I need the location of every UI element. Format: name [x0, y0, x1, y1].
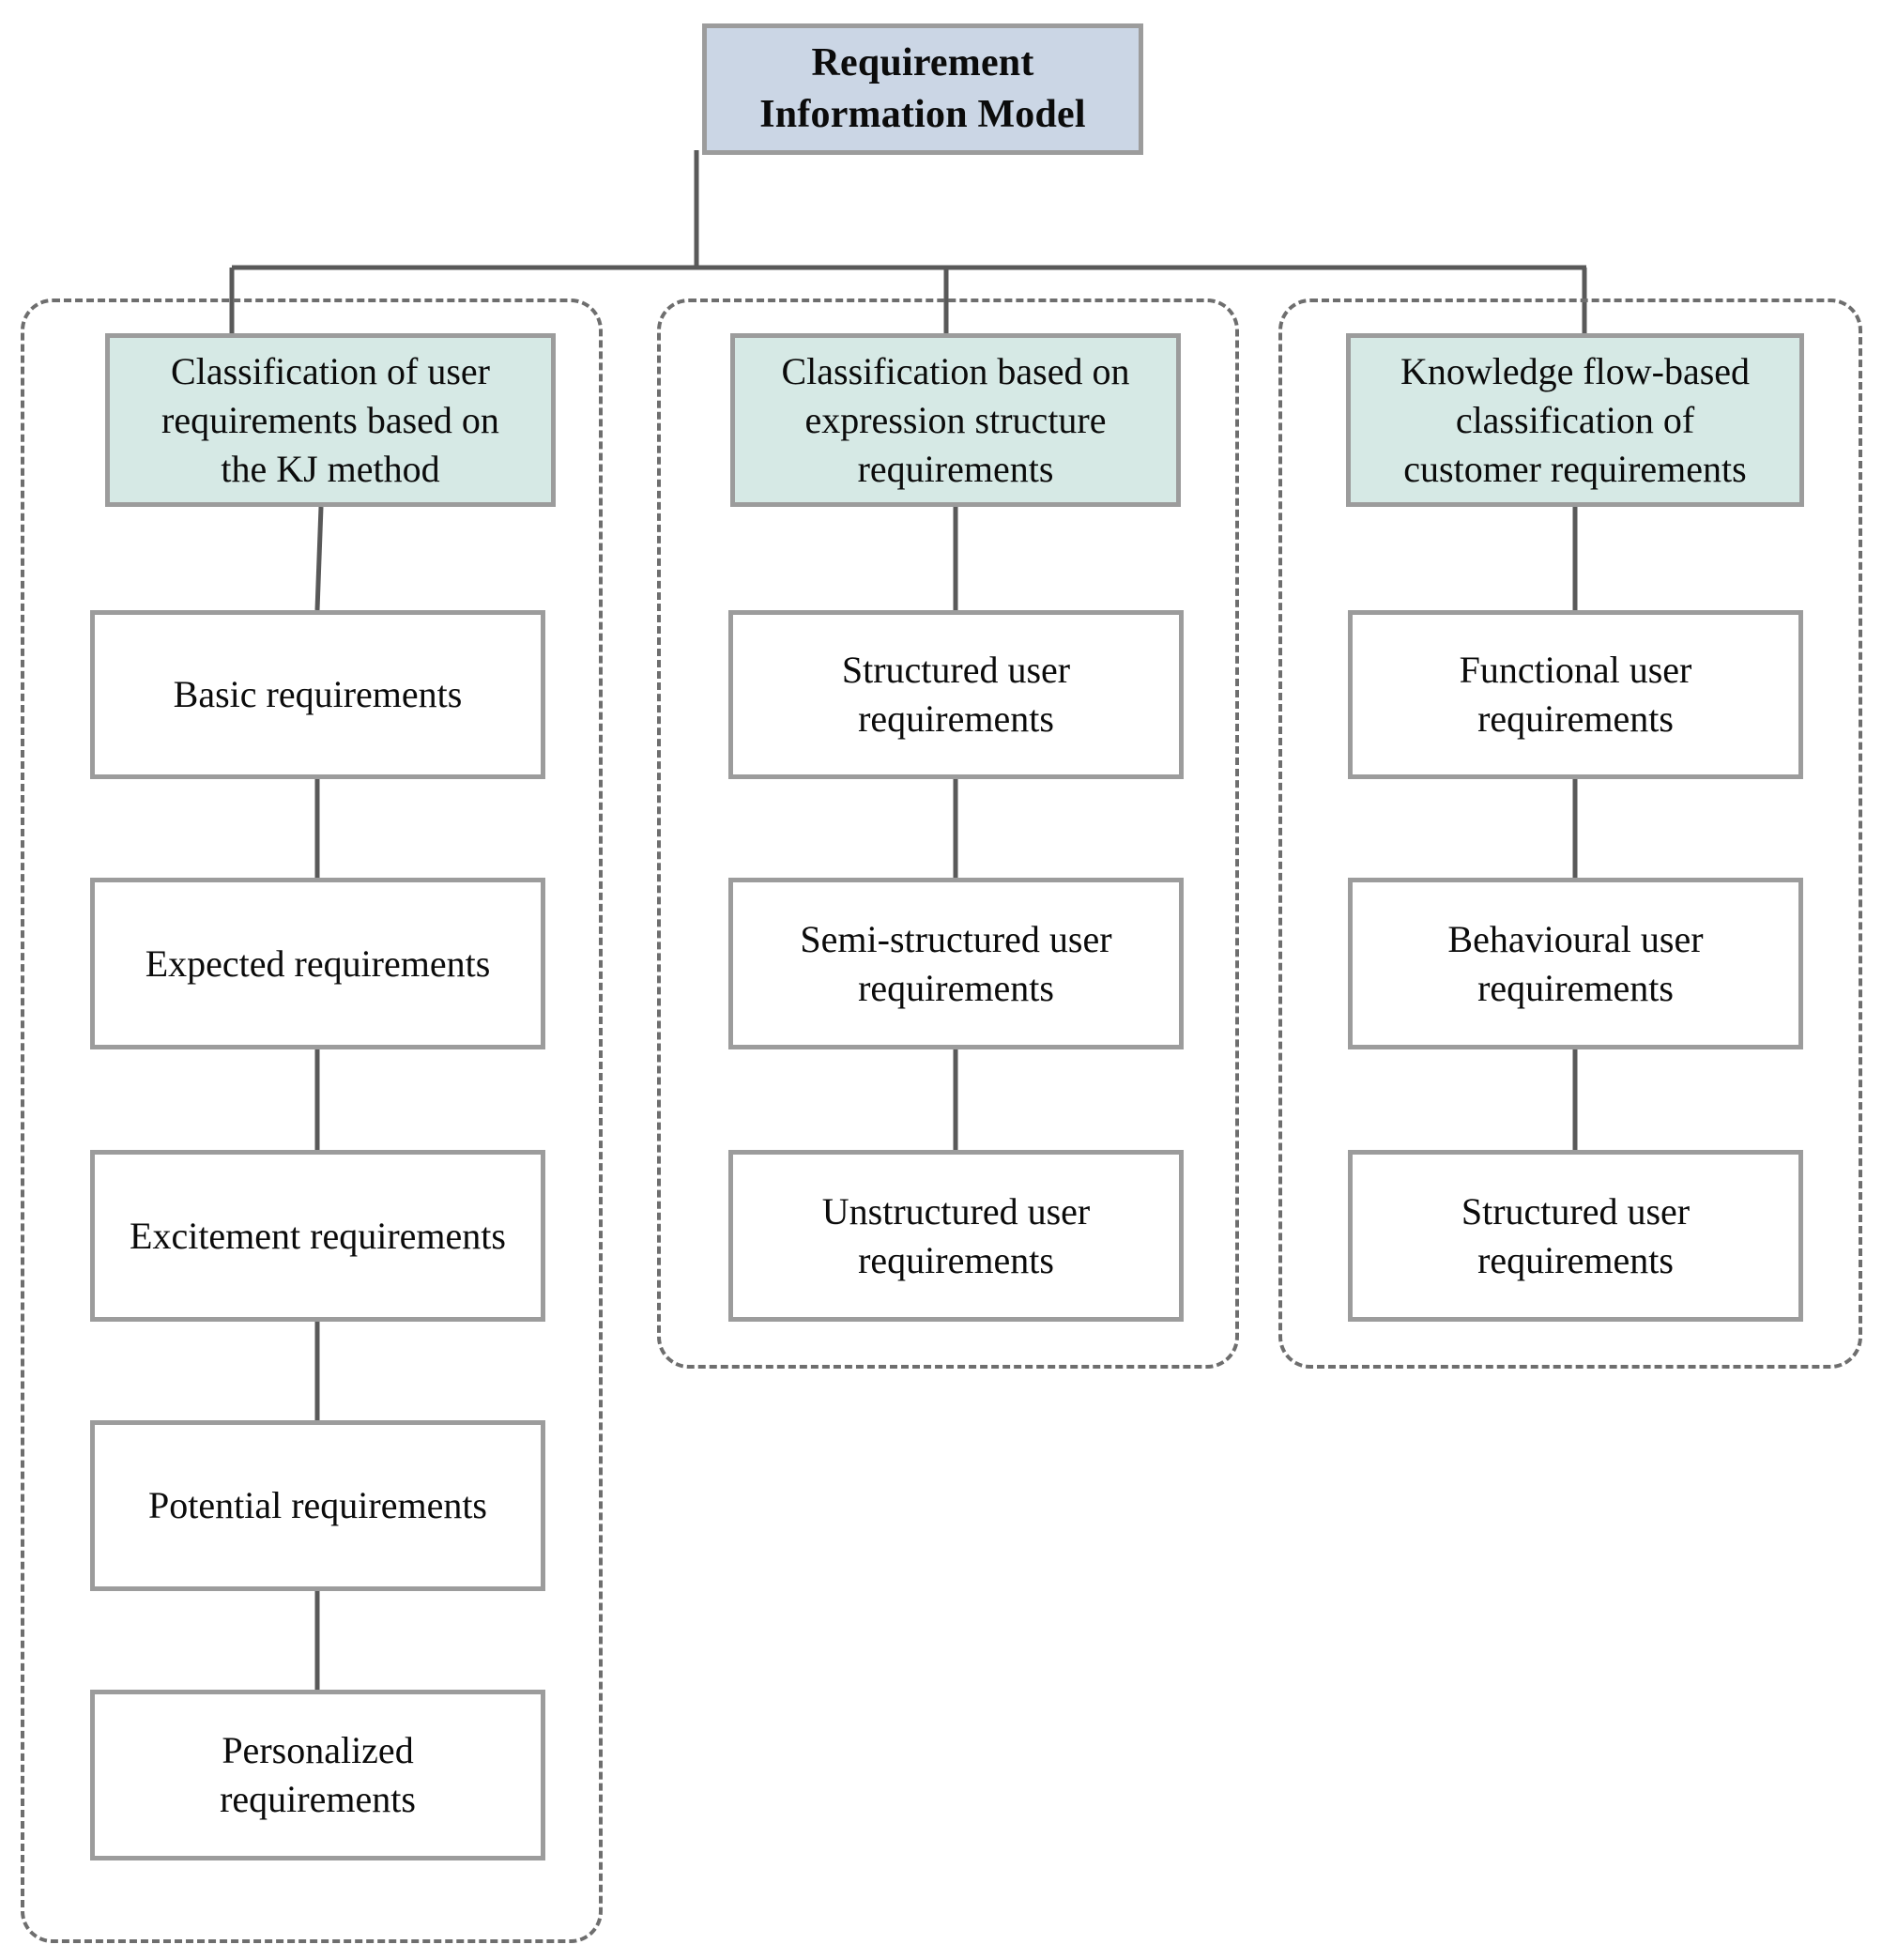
- node-label: Functional user requirements: [1459, 649, 1692, 740]
- node-basic-requirements[interactable]: Basic requirements: [90, 610, 545, 779]
- node-label: Structured user requirements: [1461, 1189, 1691, 1281]
- node-semi-structured-user-requirements[interactable]: Semi-structured user requirements: [728, 878, 1184, 1049]
- node-label: Basic requirements: [173, 673, 463, 715]
- node-label: Semi-structured user requirements: [800, 917, 1112, 1009]
- node-label: Behavioural user requirements: [1447, 917, 1704, 1009]
- group-header-knowledge-flow[interactable]: Knowledge flow-based classification of c…: [1346, 333, 1804, 507]
- node-label: Unstructured user requirements: [821, 1189, 1091, 1281]
- node-label: Structured user requirements: [841, 649, 1071, 740]
- group-header-label: Classification of user requirements base…: [161, 349, 499, 490]
- group-header-label: Knowledge flow-based classification of c…: [1400, 349, 1751, 490]
- group-header-kj-method[interactable]: Classification of user requirements base…: [105, 333, 556, 507]
- node-structured-user-requirements[interactable]: Structured user requirements: [728, 610, 1184, 779]
- node-personalized-requirements[interactable]: Personalized requirements: [90, 1690, 545, 1860]
- node-label: Potential requirements: [147, 1484, 487, 1526]
- node-expected-requirements[interactable]: Expected requirements: [90, 878, 545, 1049]
- node-label: Personalized requirements: [220, 1729, 416, 1820]
- node-label: Excitement requirements: [130, 1214, 506, 1257]
- node-label: Expected requirements: [145, 942, 491, 985]
- group-container-knowledge-flow: [1278, 299, 1862, 1369]
- node-functional-user-requirements[interactable]: Functional user requirements: [1348, 610, 1803, 779]
- node-excitement-requirements[interactable]: Excitement requirements: [90, 1150, 545, 1322]
- root-node-label: Requirement Information Model: [759, 41, 1086, 136]
- node-unstructured-user-requirements[interactable]: Unstructured user requirements: [728, 1150, 1184, 1322]
- node-behavioural-user-requirements[interactable]: Behavioural user requirements: [1348, 878, 1803, 1049]
- node-potential-requirements[interactable]: Potential requirements: [90, 1420, 545, 1591]
- node-structured-user-requirements-kf[interactable]: Structured user requirements: [1348, 1150, 1803, 1322]
- group-header-label: Classification based on expression struc…: [781, 349, 1130, 490]
- group-header-expression-structure[interactable]: Classification based on expression struc…: [730, 333, 1181, 507]
- group-container-kj-method: [21, 299, 603, 1943]
- root-node[interactable]: Requirement Information Model: [702, 23, 1143, 155]
